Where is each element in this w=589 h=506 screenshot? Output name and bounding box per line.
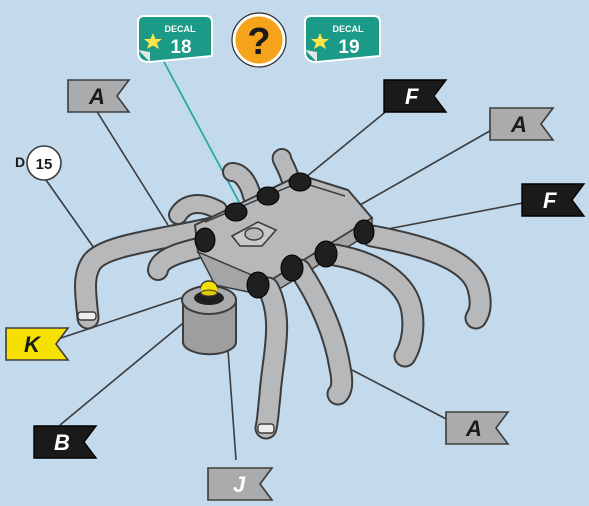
leader-f-right — [371, 201, 529, 233]
decal-18-number: 18 — [170, 37, 191, 58]
throttle-port — [244, 227, 264, 241]
ring — [280, 254, 304, 282]
ring — [288, 172, 312, 192]
flag-shape — [445, 411, 510, 445]
decal-18-corner — [138, 50, 150, 62]
flag-shape — [5, 327, 70, 361]
decal-19-corner — [305, 50, 317, 62]
callout-a-top-left: A — [67, 79, 131, 113]
flag-shape — [383, 79, 448, 113]
callout-f-right: F — [521, 183, 586, 217]
leader-lines — [45, 99, 529, 461]
question-symbol: ? — [247, 21, 270, 63]
ring — [246, 271, 270, 299]
decal-18-badge: DECAL 18 — [137, 15, 213, 64]
rings-back — [194, 172, 312, 253]
back-tubes — [74, 148, 300, 330]
flag-shape — [33, 425, 98, 459]
leader-k — [54, 289, 206, 341]
flag-letter: J — [233, 472, 246, 497]
rings-front — [246, 219, 375, 299]
leader-f-top — [299, 99, 401, 183]
flag-letter: A — [510, 112, 527, 137]
front-tubes — [254, 224, 492, 440]
leader-d15 — [45, 179, 95, 249]
question-icon — [232, 13, 286, 67]
flag-letter: A — [88, 84, 105, 109]
canister-body — [182, 299, 237, 356]
callout-d15-prefix: D — [15, 154, 25, 170]
tube-end-left — [77, 311, 97, 321]
decal-18-pointer — [162, 59, 254, 229]
ring — [224, 202, 248, 222]
flag-letter: F — [405, 84, 419, 109]
flag-shape — [67, 79, 131, 113]
callout-d15-number: 15 — [36, 156, 53, 173]
ring — [353, 219, 375, 245]
ring — [256, 186, 280, 206]
manifold-body — [193, 173, 374, 297]
flag-letter: B — [54, 430, 70, 455]
leader-a-bottom-right — [351, 369, 453, 423]
leader-b — [59, 304, 206, 426]
decal-19-number: 19 — [338, 37, 359, 58]
callout-a-right: A — [489, 107, 555, 141]
star-icon — [311, 33, 329, 49]
leader-a-right — [359, 127, 496, 206]
decal-19-word: DECAL — [333, 24, 365, 34]
callout-d15-circle — [26, 145, 62, 181]
callout-j-bottom: J — [207, 467, 274, 501]
flag-letter: K — [24, 332, 42, 357]
ring — [194, 227, 216, 253]
callout-f-top: F — [383, 79, 448, 113]
star-icon — [144, 33, 162, 49]
flag-shape — [489, 107, 555, 141]
flag-letter: A — [465, 416, 482, 441]
flag-shape — [521, 183, 586, 217]
ring — [314, 240, 338, 268]
flag-shape — [207, 467, 274, 501]
decal-18-word: DECAL — [165, 24, 197, 34]
leader-a-top-left — [95, 109, 169, 226]
callout-a-bottom-right: A — [445, 411, 510, 445]
canister — [181, 280, 237, 356]
flag-letter: F — [543, 188, 557, 213]
callout-b-bottom-left: B — [33, 425, 98, 459]
callout-k-left: K — [5, 327, 70, 361]
question-badge: ? — [231, 12, 287, 68]
callout-d15: D 15 — [15, 145, 62, 181]
leader-j — [227, 349, 237, 461]
decal-19-badge: DECAL 19 — [304, 15, 381, 64]
tube-end-bottom — [257, 423, 275, 434]
